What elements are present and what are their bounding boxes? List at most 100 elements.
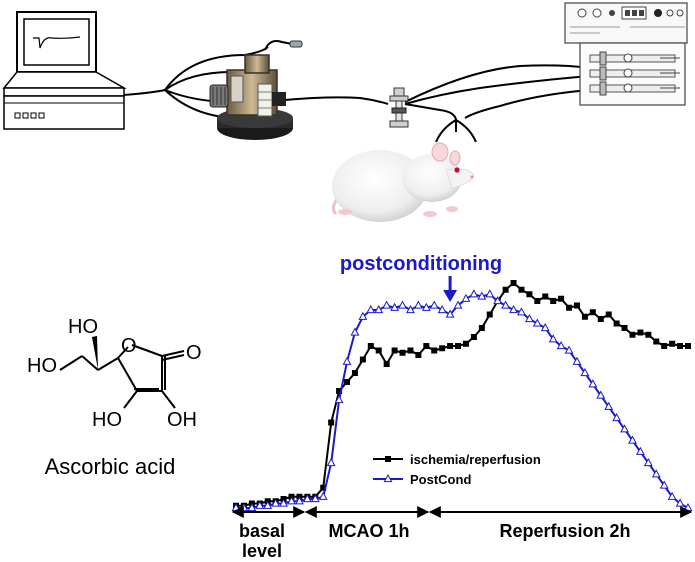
legend-label: PostCond [410,472,471,487]
data-point [406,304,415,314]
data-point [294,496,304,505]
data-point [358,311,368,320]
data-point [382,300,392,309]
data-point [326,457,336,467]
data-point [391,347,398,354]
data-point [597,316,604,322]
data-point [421,302,431,311]
data-point [580,367,590,377]
data-point [558,295,565,302]
data-point [581,313,588,320]
series-ischemia-reperfusion [233,280,691,509]
data-point [407,347,414,354]
data-point [540,322,550,332]
data-point [635,446,645,455]
data-point [445,309,455,318]
data-point [462,340,469,347]
data-point [310,493,320,503]
data-point [612,412,622,422]
series-line-postcond [236,293,689,509]
postconditioning-label: postconditioning [340,253,502,275]
phase-label-mcao-1h: MCAO 1h [329,521,410,541]
atom-ho-3: HO [92,409,122,431]
data-point [542,293,549,300]
atom-ho-2: HO [68,316,98,338]
data-point [485,289,495,298]
data-point [588,379,598,388]
data-point [336,388,343,394]
data-point [509,304,518,314]
data-point [469,289,479,298]
series-line-ischemia-reperfusion [236,281,688,507]
data-point [667,491,677,500]
data-point [486,311,493,318]
data-point [524,313,534,323]
data-point [383,361,390,367]
data-point [328,419,335,426]
data-point [351,370,358,376]
data-point [596,390,606,399]
data-point [367,343,374,349]
data-point [477,291,487,300]
data-point [461,293,471,302]
data-point [556,340,566,350]
data-point [605,311,612,318]
data-point [359,356,366,363]
rat-image [331,142,475,222]
computer-icon [2,11,127,130]
data-point [429,300,439,309]
data-point [566,304,573,311]
data-point [413,300,423,309]
data-point [651,469,661,478]
data-point [550,298,557,304]
data-point [661,343,668,349]
data-point [334,394,344,404]
data-point [478,325,485,331]
phase-label-basal-level: level [242,541,282,561]
cables [123,40,591,132]
legend-label: ischemia/reperfusion [410,452,541,467]
data-point [645,331,652,338]
potentiostat-icon [209,40,303,140]
data-point [589,309,596,316]
data-point [677,343,684,349]
data-point [470,334,477,340]
data-point [493,295,503,305]
data-point [637,329,644,336]
data-point [573,302,580,309]
atom-o-ring: O [121,335,137,357]
data-point [415,352,422,358]
data-point [447,343,454,349]
data-point [518,286,525,293]
data-point [320,484,327,491]
data-point [643,457,653,467]
molecule-name: Ascorbic acid [45,454,176,479]
atom-ho-1: HO [27,355,57,377]
data-point [431,347,438,354]
data-point [399,349,406,356]
data-point [534,298,541,304]
data-point [613,320,620,327]
data-point [628,435,637,444]
data-point [669,340,676,347]
data-point [302,493,312,503]
data-point [532,318,542,327]
data-point [437,304,447,314]
data-point [344,379,351,385]
legend-marker [383,473,393,483]
data-point [548,334,558,343]
data-point [510,280,517,286]
data-point [653,338,660,345]
data-point [390,302,400,311]
data-point [455,343,462,349]
data-point [685,343,691,349]
data-point [375,347,382,354]
atom-o-carbonyl: O [186,342,202,364]
data-point [659,480,669,489]
data-point [318,491,328,500]
data-point [453,300,463,309]
legend-marker [385,456,391,462]
